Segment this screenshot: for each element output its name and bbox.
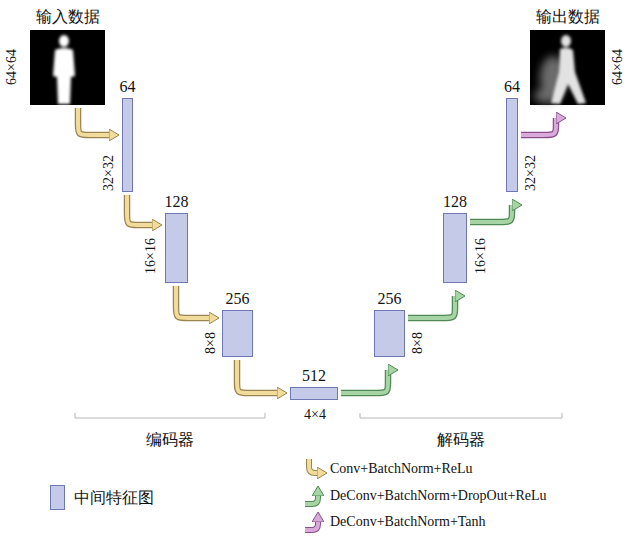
feature-map: 6432×32 (506, 98, 518, 192)
arrow-body (341, 370, 388, 393)
dimension-label: 16×16 (144, 238, 158, 274)
output-image (530, 30, 605, 105)
legend-text: Conv+BatchNorm+ReLu (330, 461, 473, 477)
dimension-label: 8×8 (411, 332, 425, 354)
dimension-label: 32×32 (102, 155, 116, 191)
channel-count: 256 (226, 290, 250, 308)
feature-map: 2568×8 (374, 310, 405, 357)
channel-count: 256 (378, 290, 402, 308)
dimension-label: 32×32 (524, 155, 538, 191)
channel-count: 64 (120, 78, 136, 96)
arrow-outline (127, 195, 152, 225)
flow-arrow (470, 205, 512, 222)
arrow-outline (408, 296, 455, 318)
dimension-label: 16×16 (474, 238, 488, 274)
flow-arrow (176, 286, 209, 318)
feature-map: 12816×16 (443, 213, 467, 283)
channel-count: 128 (165, 193, 189, 211)
arrow-outline (78, 108, 109, 135)
arrow-body (408, 296, 455, 318)
arrow-outline (470, 205, 512, 222)
arrow-outline (521, 118, 556, 135)
flow-arrow (127, 195, 152, 225)
channel-count: 512 (302, 367, 326, 385)
group-label: 编码器 (146, 431, 194, 449)
arrow-outline (237, 360, 277, 393)
feature-map: 12816×16 (165, 213, 188, 283)
flow-arrow (521, 118, 556, 135)
dimension-label: 64×64 (5, 49, 19, 85)
dimension-label: 64×64 (611, 49, 625, 85)
feature-map: 6432×32 (122, 98, 133, 192)
group-label: 解码器 (437, 431, 485, 449)
image-frame: 输入数据64×64 (30, 30, 105, 105)
arrow-body (78, 108, 109, 135)
legend-swatch (50, 485, 65, 510)
legend-arrow-icon (305, 459, 318, 530)
arrow-outline (176, 286, 209, 318)
input-image (30, 30, 105, 105)
arrow-outline (341, 370, 388, 393)
channel-count: 64 (504, 78, 520, 96)
arrow-body (521, 118, 556, 135)
arrow-body (470, 205, 512, 222)
legend-text: 中间特征图 (74, 489, 154, 507)
feature-map: 5124×4 (290, 387, 338, 400)
flow-arrow (341, 370, 388, 393)
flow-arrow (78, 108, 109, 135)
arrow-body (127, 195, 152, 225)
legend-text: DeConv+BatchNorm+Tanh (330, 514, 486, 530)
dimension-label: 8×8 (204, 332, 218, 354)
feature-map: 2568×8 (222, 310, 253, 357)
flow-arrow (408, 296, 455, 318)
image-title: 输入数据 (36, 8, 100, 26)
image-title: 输出数据 (536, 8, 600, 26)
legend-text: DeConv+BatchNorm+DropOut+ReLu (330, 488, 547, 504)
arrow-body (237, 360, 277, 393)
arrow-body (176, 286, 209, 318)
dimension-label: 4×4 (304, 408, 326, 422)
image-frame: 输出数据64×64 (530, 30, 605, 105)
channel-count: 128 (443, 193, 467, 211)
flow-arrow (237, 360, 277, 393)
